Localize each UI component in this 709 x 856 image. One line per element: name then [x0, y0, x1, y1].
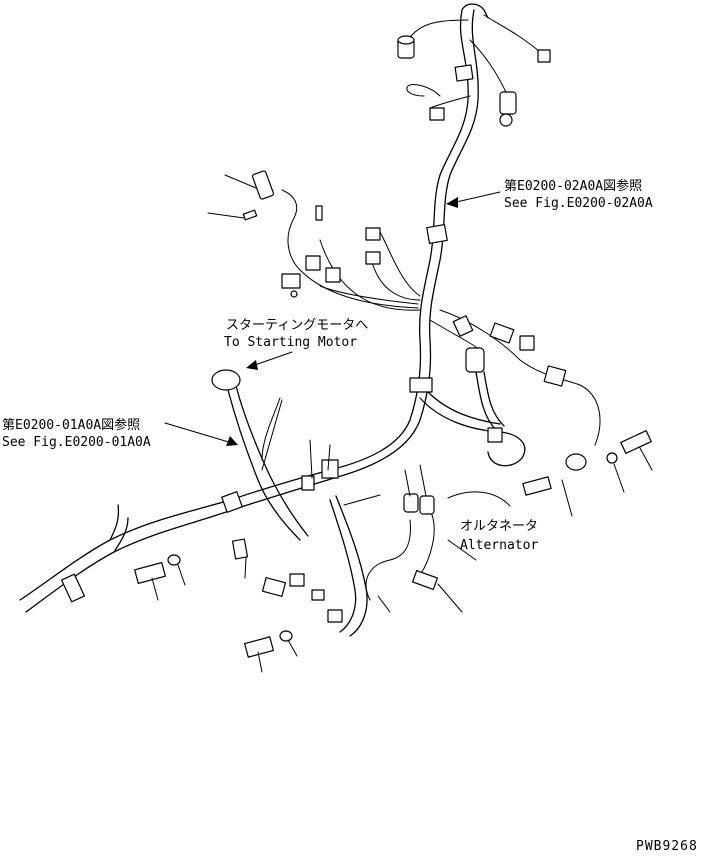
callout-fig-01a0a-en: See Fig.E0200-01A0A	[2, 435, 151, 450]
drawing-code: PWB9268	[636, 839, 698, 854]
alternator-wires	[329, 495, 435, 637]
main-harness-trunk	[329, 3, 489, 479]
connectors	[134, 35, 652, 658]
callout-alternator-jp: オルタネータ	[460, 519, 538, 534]
callout-arrows	[164, 191, 501, 446]
harness-clamps	[60, 64, 503, 603]
callout-starting-motor-en: To Starting Motor	[224, 335, 357, 350]
leader-lines	[151, 174, 653, 673]
callout-fig-01a0a-jp: 第E0200-01A0A図参照	[2, 417, 140, 433]
callout-fig-02a0a-jp: 第E0200-02A0A図参照	[504, 178, 642, 194]
callout-fig-02a0a-en: See Fig.E0200-02A0A	[504, 196, 653, 211]
callout-starting-motor-jp: スターティングモータへ	[226, 318, 368, 333]
callout-alternator-en: Alternator	[460, 538, 538, 553]
upper-branch-wires	[281, 14, 601, 446]
starting-motor-wires	[227, 385, 309, 541]
right-branch-harness	[419, 371, 526, 467]
